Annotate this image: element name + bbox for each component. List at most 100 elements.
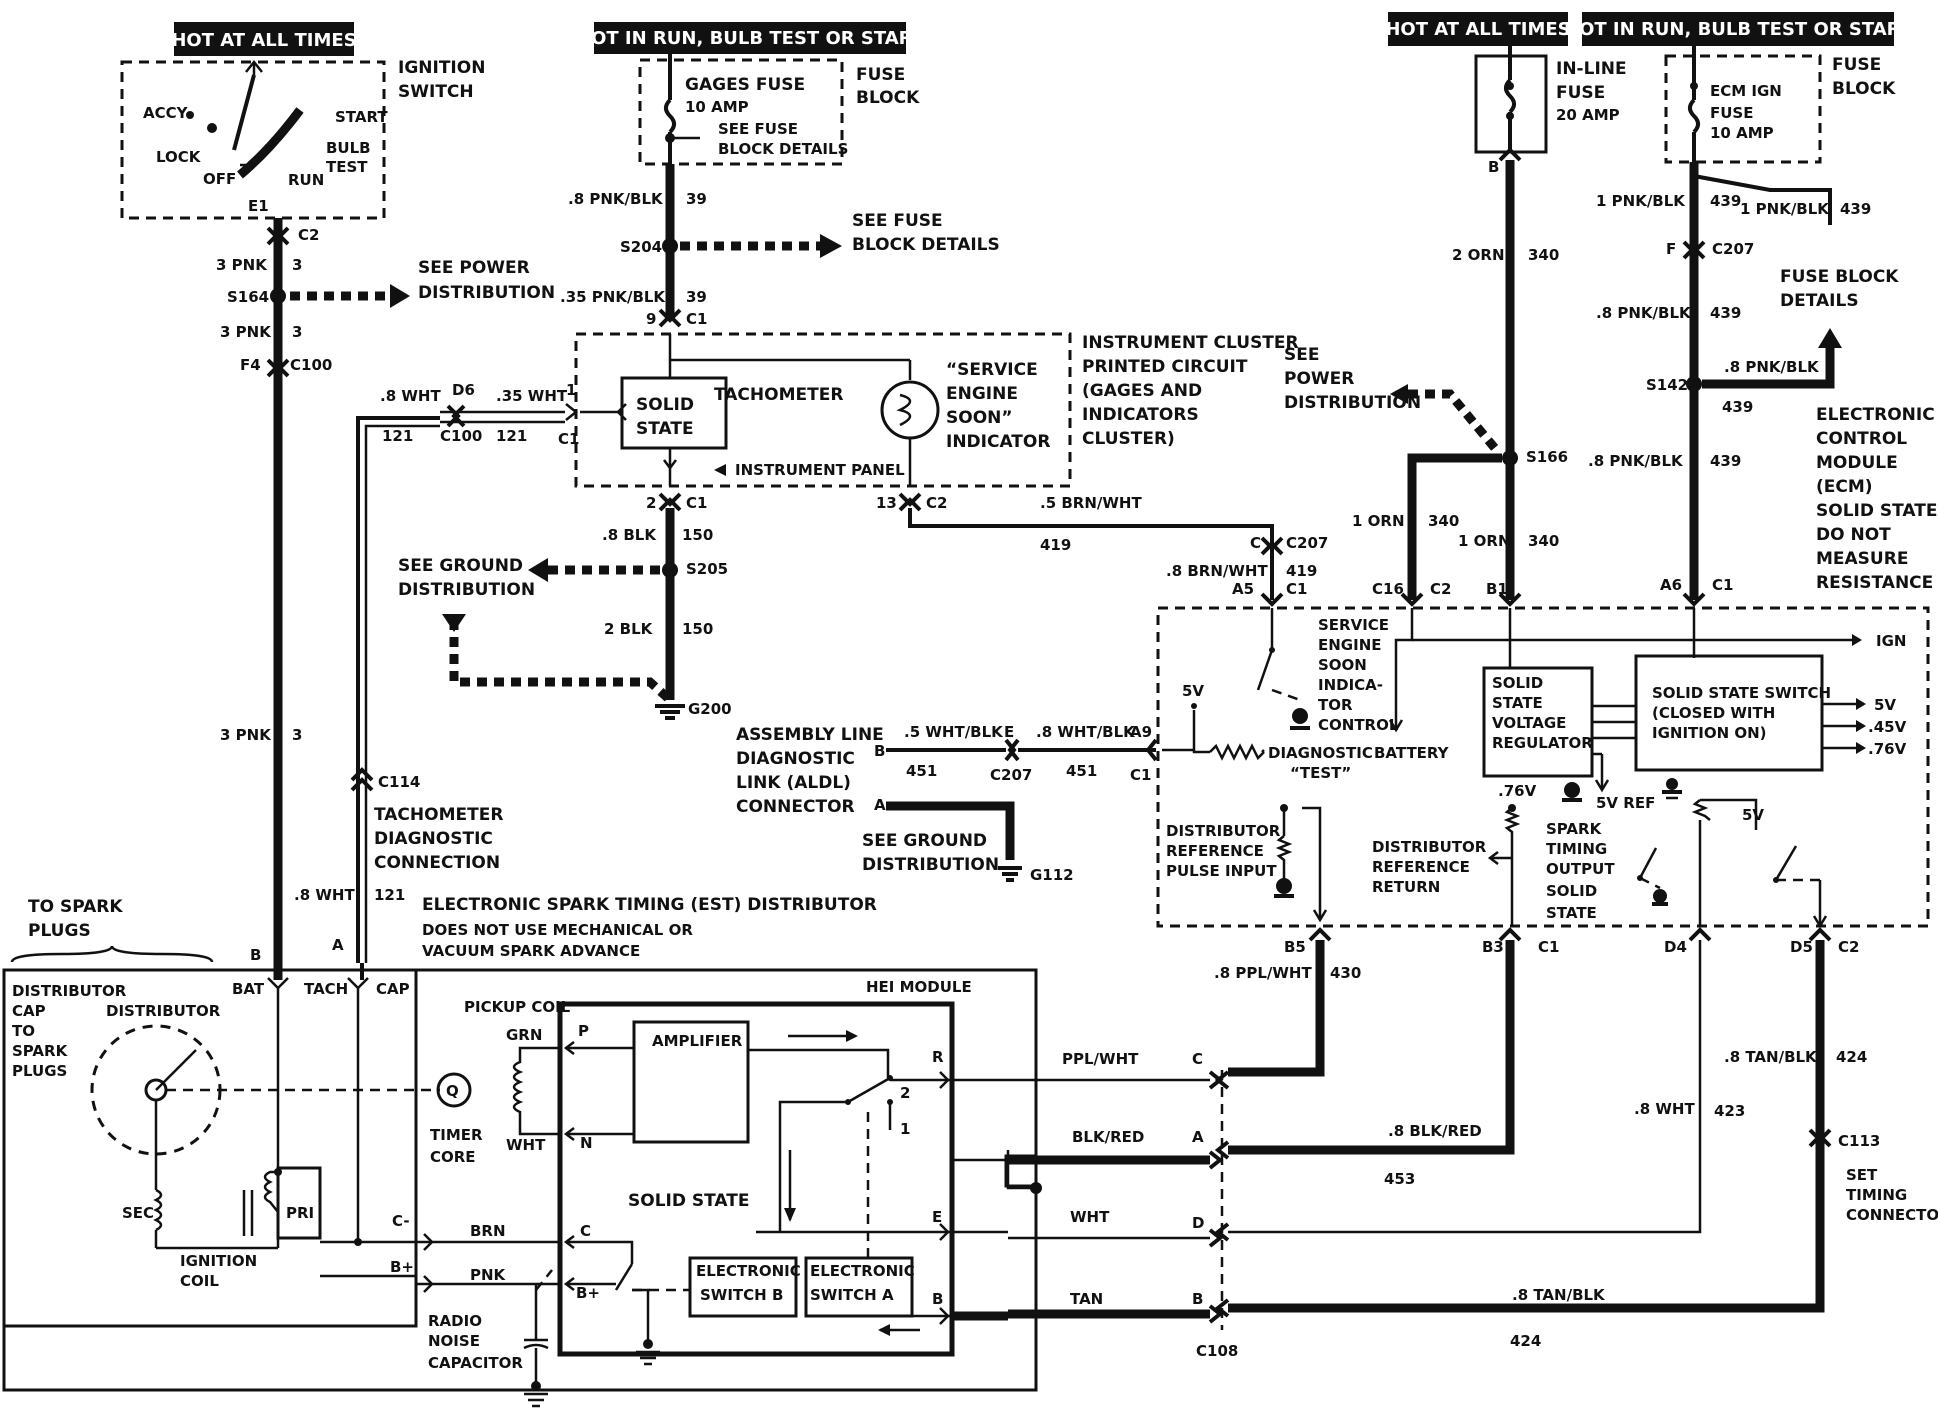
aldl-connector: ASSEMBLY LINE DIAGNOSTIC LINK (ALDL) CON… — [736, 723, 1158, 884]
ecm-t6: DO NOT — [1816, 525, 1891, 545]
wire-num: 439 — [1710, 192, 1741, 210]
see-ground-1: SEE GROUND — [862, 831, 987, 851]
ses-4: INDICATOR — [946, 432, 1050, 452]
connector-c108: C108 — [1196, 1070, 1238, 1360]
splice-s166: S166 — [1526, 448, 1568, 466]
wire-color: .8 PNK/BLK — [1588, 452, 1684, 470]
pin-c: C — [1192, 1050, 1203, 1068]
diag-1: DIAGNOSTIC — [1268, 744, 1373, 762]
spark-1: SPARK — [1546, 820, 1603, 838]
b-plus: B+ — [390, 1258, 414, 1276]
pin-a: A — [332, 936, 344, 954]
wire-num: 419 — [1040, 536, 1071, 554]
out-45v: .45V — [1868, 718, 1907, 736]
spark-4: SOLID — [1546, 882, 1597, 900]
wire-color: .8 TAN/BLK — [1512, 1286, 1606, 1304]
wire-color: 2 BLK — [604, 620, 654, 638]
pin-b: B — [874, 742, 885, 760]
pin-d4: D4 — [1664, 938, 1687, 956]
ignition-switch: IGNITION SWITCH ACCY LOCK OFF RUN START … — [120, 58, 485, 220]
fuse-block-details-1: FUSE BLOCK — [1780, 267, 1899, 287]
wire-num: 430 — [1330, 964, 1361, 982]
wire-num: 439 — [1710, 304, 1741, 322]
pin-a6: A6 — [1660, 576, 1682, 594]
radio-3: CAPACITOR — [428, 1354, 523, 1372]
pin-b: B — [1192, 1290, 1203, 1308]
aldl-3: LINK (ALDL) — [736, 773, 851, 793]
pin-d: D — [1192, 1214, 1204, 1232]
tachometer-label: TACHOMETER — [714, 385, 843, 405]
set-3: CONNECTOR — [1846, 1206, 1938, 1224]
see-ground-2: DISTRIBUTION — [862, 855, 999, 875]
wire-color: .35 PNK/BLK — [560, 288, 666, 306]
conn-c100: C100 — [290, 356, 332, 374]
conn-c207: C207 — [1286, 534, 1328, 552]
ecm-t7: MEASURE — [1816, 549, 1908, 569]
cluster-title-3: (GAGES AND — [1082, 381, 1202, 401]
dist-label: DISTRIBUTOR — [106, 1002, 221, 1020]
conn-c1: C1 — [1538, 938, 1559, 956]
conn-c1: C1 — [1286, 580, 1307, 598]
ses-1: “SERVICE — [946, 360, 1038, 380]
v76-label: .76V — [1498, 782, 1537, 800]
wire-num: 121 — [496, 427, 527, 445]
lock-label: LOCK — [156, 148, 202, 166]
ses-ctl-4: INDICA- — [1318, 676, 1383, 694]
ecm-ign-fuse: ECM IGN FUSE 10 AMP FUSE BLOCK — [1664, 46, 1896, 164]
see-fuse-1: SEE FUSE — [718, 120, 798, 138]
pin-d6: D6 — [452, 381, 475, 399]
wire-num: 424 — [1510, 1332, 1541, 1350]
timer-2: CORE — [430, 1148, 476, 1166]
ecm-t2: CONTROL — [1816, 429, 1907, 449]
wire-color: WHT — [1070, 1208, 1110, 1226]
wire-color: .8 WHT/BLK — [1036, 723, 1136, 741]
fuse-block-details-2: DETAILS — [1780, 291, 1859, 311]
wire-3-pnk: C2 3 PNK 3 S164 SEE POWER DISTRIBUTION 3… — [216, 218, 555, 965]
conn-c207: C207 — [990, 766, 1032, 784]
battery-label: BATTERY — [1374, 744, 1450, 762]
out-5v: 5V — [1874, 696, 1896, 714]
wire-color: 1 PNK/BLK — [1740, 200, 1830, 218]
plugs-1: TO SPARK — [28, 897, 123, 917]
wire-color: .8 WHT — [380, 387, 441, 405]
set-1: SET — [1846, 1166, 1878, 1184]
header-hot-all-times-right: HOT AT ALL TIMES — [1385, 12, 1571, 46]
ses-ctl-1: SERVICE — [1318, 616, 1389, 634]
fuse-block-2: BLOCK — [1832, 79, 1896, 99]
ecm-module: SERVICE ENGINE SOON INDICA- TOR CONTROL … — [1156, 606, 1930, 929]
wire-color: PPL/WHT — [1062, 1050, 1139, 1068]
timer-1: TIMER — [430, 1126, 483, 1144]
wire-num: 451 — [1066, 762, 1097, 780]
coil-1: IGNITION — [180, 1252, 257, 1270]
fuse-block-1: FUSE — [1832, 55, 1881, 75]
pin-e: E — [1004, 723, 1014, 741]
wire-419-brn-wht: 13 C2 .5 BRN/WHT 419 C C207 .8 BRN/WHT 4… — [876, 492, 1328, 607]
set-2: TIMING — [1846, 1186, 1907, 1204]
ssw-3: IGNITION ON) — [1652, 724, 1767, 742]
see-ground-1: SEE GROUND — [398, 556, 523, 576]
pin-b1: B1 — [1486, 580, 1508, 598]
v5-label: 5V — [1182, 682, 1204, 700]
vr-1: SOLID — [1492, 674, 1543, 692]
wire-num: 3 — [292, 323, 302, 341]
pin-c16: C16 — [1372, 580, 1404, 598]
cluster-title-2: PRINTED CIRCUIT — [1082, 357, 1248, 377]
drp-1: DISTRIBUTOR — [1166, 822, 1281, 840]
spark-3: OUTPUT — [1546, 860, 1615, 878]
pin-f4: F4 — [240, 356, 261, 374]
ignition-title-1: IGNITION — [398, 58, 485, 78]
wire-color: 1 ORN — [1458, 532, 1511, 550]
header-text: HOT IN RUN, BULB TEST OR START — [1564, 19, 1913, 40]
tach-diag-1: TACHOMETER — [374, 805, 503, 825]
pin-p: P — [578, 1022, 589, 1040]
coil-2: COIL — [180, 1272, 219, 1290]
wire-150-blk: 2 C1 .8 BLK 150 S205 SEE GROUND DISTRIBU… — [398, 492, 732, 720]
cluster-title-5: CLUSTER) — [1082, 429, 1175, 449]
drr-2: REFERENCE — [1372, 858, 1470, 876]
splice-s142: S142 — [1646, 376, 1688, 394]
cap-4: SPARK — [12, 1042, 69, 1060]
wire-color: TAN — [1070, 1290, 1103, 1308]
pin-e1: E1 — [248, 197, 269, 215]
gages-fuse-block: GAGES FUSE 10 AMP SEE FUSE BLOCK DETAILS… — [638, 54, 920, 166]
